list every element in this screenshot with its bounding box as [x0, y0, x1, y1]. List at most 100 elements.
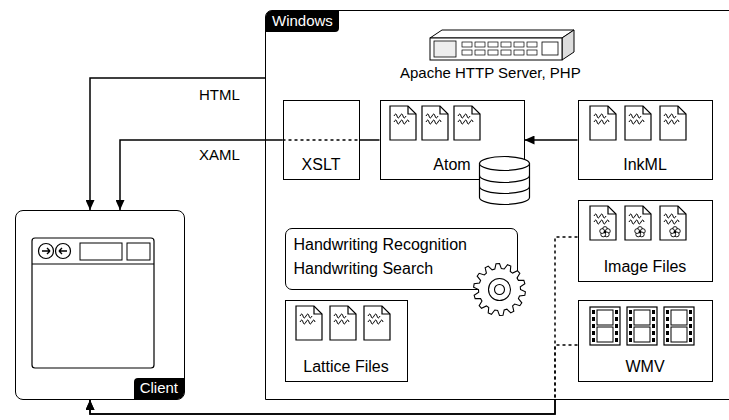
drawing-part [671, 310, 687, 325]
image-files-box: Image Files [578, 200, 713, 282]
connector-line [90, 78, 265, 210]
drawing-part [664, 214, 676, 218]
drawing-part [296, 306, 322, 340]
document-icon [390, 106, 416, 140]
document-icon [625, 106, 651, 140]
box-label: Image Files [604, 257, 687, 276]
wmv-box: WMV [578, 300, 713, 382]
document-icon [660, 106, 686, 140]
connector-line [90, 400, 555, 414]
drawing-part [426, 114, 438, 118]
drawing-part [625, 106, 651, 140]
drawing-part [489, 279, 511, 301]
drawing-part [678, 106, 686, 114]
drawing-part [348, 306, 356, 314]
drawing-part [480, 176, 530, 183]
drawing-part [56, 244, 71, 259]
drawing-part [625, 206, 651, 240]
drawing-part [594, 220, 609, 224]
drawing-part [80, 243, 122, 260]
drawing-part [629, 324, 632, 328]
client-box: Client [15, 210, 185, 400]
drawing-part [689, 338, 692, 342]
drawing-part [408, 106, 416, 114]
box-label: Handwriting Search [294, 259, 434, 278]
drawing-part [474, 264, 526, 316]
connector [120, 140, 283, 210]
drawing-part [678, 206, 686, 214]
document-icon [454, 106, 480, 140]
connector [90, 237, 578, 414]
drawing-part [666, 338, 669, 342]
drawing-part [462, 50, 472, 55]
drawing-part [527, 42, 537, 47]
video-file-icon [627, 307, 657, 345]
drawing-part [394, 114, 406, 118]
drawing-part [495, 285, 505, 295]
tab-label: Windows [266, 11, 339, 32]
tab-label: Client [134, 378, 184, 399]
drawing-part [664, 307, 694, 345]
drawing-part [689, 310, 692, 314]
drawing-part [501, 42, 511, 47]
connector-label: XAML [197, 146, 242, 164]
drawing-part [368, 320, 383, 324]
drawing-part [592, 331, 595, 335]
drawing-part [454, 106, 480, 140]
drawing-part [314, 306, 322, 314]
drawing-part [434, 41, 456, 57]
drawing-part [458, 120, 473, 124]
drawing-part [594, 120, 609, 124]
video-file-icon [590, 307, 620, 345]
drawing-part [600, 229, 605, 234]
drawing-part [39, 244, 54, 259]
drawing-part [629, 120, 644, 124]
drawing-part [652, 338, 655, 342]
drawing-part [627, 307, 657, 345]
document-icon [422, 106, 448, 140]
drawing-part [615, 338, 618, 342]
drawing-part [334, 314, 346, 318]
drawing-part [440, 106, 448, 114]
drawing-part [592, 338, 595, 342]
drawing-part [382, 306, 390, 314]
drawing-part [330, 306, 356, 340]
drawing-part [615, 310, 618, 314]
drawing-part [652, 324, 655, 328]
connector-dashed-part [555, 237, 578, 400]
drawing-part [689, 324, 692, 328]
drawing-part [480, 187, 530, 194]
drawing-part [594, 214, 606, 218]
drawing-part [674, 231, 677, 234]
drawing-part [629, 317, 632, 321]
drawing-part [629, 338, 632, 342]
drawing-part [643, 106, 651, 114]
drawing-part [394, 120, 409, 124]
drawing-part [462, 42, 472, 47]
pass-through-line [283, 139, 360, 141]
drawing-part [480, 157, 530, 171]
drawing-part [615, 331, 618, 335]
drawing-part [488, 42, 498, 47]
drawing-part [652, 331, 655, 335]
server-icon [430, 30, 574, 60]
box-label: Atom [433, 155, 470, 174]
connector-line [360, 139, 380, 141]
document-icon [330, 306, 356, 340]
component-label: Apache HTTP Server, PHP [400, 64, 581, 82]
drawing-part [590, 206, 616, 240]
drawing-part [629, 114, 641, 118]
lattice-files-box: Lattice Files [285, 300, 408, 382]
drawing-part [501, 50, 511, 55]
connector-line [120, 140, 283, 210]
document-icon [364, 306, 390, 340]
drawing-part [629, 310, 632, 314]
drawing-part [127, 243, 150, 260]
drawing-part [615, 317, 618, 321]
drawing-part [430, 38, 562, 60]
drawing-part [652, 317, 655, 321]
box-label: Handwriting Recognition [294, 235, 467, 254]
drawing-part [689, 331, 692, 335]
drawing-part [666, 317, 669, 321]
